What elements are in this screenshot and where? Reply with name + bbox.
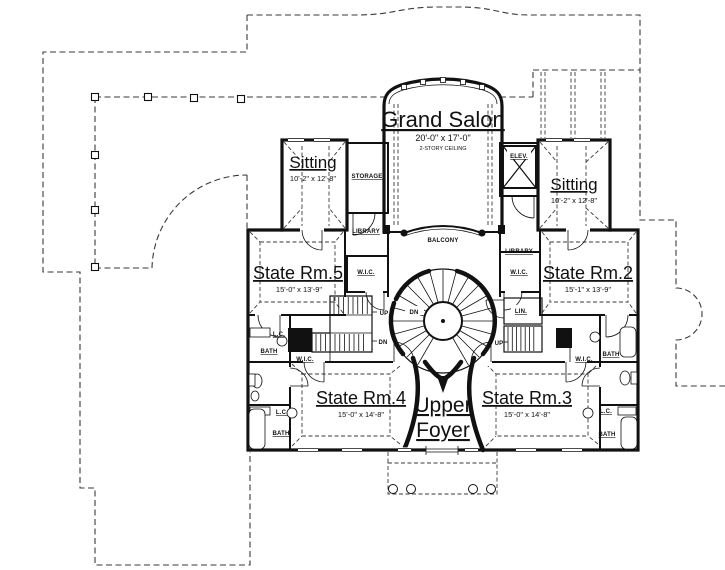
up-right-label: UP — [495, 341, 504, 347]
spiral-staircase — [388, 268, 498, 393]
lc-upper-left-label: L.C. — [273, 332, 285, 338]
bay-window-mark — [479, 84, 485, 90]
sitting-right-dims: 10'-2" x 12'-8" — [551, 196, 597, 205]
spiral-tread — [447, 271, 457, 303]
spiral-tread — [452, 337, 469, 366]
wic-closet-right-label: W.I.C. — [510, 270, 528, 276]
porch-column — [406, 484, 416, 494]
terrace-column — [90, 205, 100, 215]
porch-column — [388, 484, 398, 494]
grand-salon-label: Grand Salon — [381, 107, 505, 132]
bath-fixtures — [248, 326, 638, 450]
upper-foyer-label-1: Upper — [414, 394, 471, 417]
spiral-tread — [417, 337, 434, 366]
terrace-column — [90, 92, 100, 102]
sitting-left-dims: 10'-2" x 12'-8" — [290, 174, 336, 183]
state-rm3-label: State Rm.3 — [482, 388, 572, 408]
spiral-tread — [461, 307, 493, 317]
spiral-tread — [452, 276, 469, 305]
window — [546, 137, 562, 143]
spiral-tread — [406, 334, 430, 358]
wic-closet-left-label: W.I.C. — [357, 270, 375, 276]
terrace-column — [90, 150, 100, 160]
grand-salon-note: 2-STORY CEILING — [419, 146, 466, 152]
window — [562, 447, 582, 453]
spiral-tread — [456, 284, 480, 308]
window — [516, 447, 536, 453]
window — [398, 447, 411, 453]
window — [298, 447, 318, 453]
wic-right-label: W.I.C. — [575, 357, 593, 363]
spiral-tread — [456, 334, 480, 358]
bath-upper-right-label: BATH — [602, 352, 619, 358]
porch-column — [486, 484, 496, 494]
state-rm5-dims: 15'-0" x 13'-9" — [276, 285, 322, 294]
state-rm5-label: State Rm.5 — [253, 263, 343, 283]
doors — [257, 195, 629, 387]
front-porch — [388, 484, 496, 494]
porch-column — [468, 484, 478, 494]
state-rm2-dims: 15'-1" x 13'-9" — [565, 285, 611, 294]
stair-direction-arrow — [437, 376, 449, 393]
window — [314, 137, 330, 143]
upper-foyer-walls — [401, 355, 486, 453]
spiral-treads — [392, 270, 494, 366]
sitting-right-label: Sitting — [550, 175, 597, 194]
balcony-label: BALCONY — [427, 238, 458, 244]
bath-lower-right-label: BATH — [598, 432, 615, 438]
down-left-label: DN — [378, 340, 387, 346]
terrace-column — [143, 92, 153, 102]
terrace-column — [189, 93, 199, 103]
windows — [288, 137, 590, 453]
balcony-rail — [383, 225, 572, 348]
lc-lower-right-label: L.C. — [600, 409, 612, 415]
wic-left-label: W.I.C. — [296, 357, 314, 363]
spiral-tread — [393, 325, 425, 335]
linen-label: LIN. — [515, 309, 527, 315]
roof-ridge-lines — [540, 72, 606, 139]
spiral-tread — [406, 284, 430, 308]
porch-columns — [90, 92, 246, 272]
grand-salon-dims: 20'-0" x 17'-0" — [415, 133, 470, 143]
bay-window-mark — [420, 79, 426, 85]
lc-lower-left-label: L.C. — [276, 410, 288, 416]
state-rm4-dims: 15'-0" x 14'-8" — [338, 410, 384, 419]
door-openings — [255, 226, 629, 455]
up-left-label: UP — [380, 311, 389, 317]
bay-window-mark — [401, 84, 407, 90]
bath-lower-left-label: BATH — [272, 431, 289, 437]
terrace-column — [236, 94, 246, 104]
spiral-tread — [459, 295, 488, 312]
terrace-column — [90, 262, 100, 272]
bay-window-mark — [460, 79, 466, 85]
library-left-label: LIBRARY — [352, 229, 380, 235]
window — [574, 137, 590, 143]
bay-window-mark — [440, 77, 446, 83]
window — [288, 137, 304, 143]
library-right-label: LIBRARY — [505, 249, 533, 255]
elevator-label: ELEV. — [510, 154, 528, 160]
spiral-tread — [429, 271, 439, 303]
down-spiral-label: DN — [409, 310, 418, 316]
spiral-tread — [398, 330, 427, 347]
sitting-left-label: Sitting — [289, 153, 336, 172]
bath-upper-left-label: BATH — [260, 349, 277, 355]
window — [342, 447, 362, 453]
window — [465, 447, 478, 453]
state-rm4-label: State Rm.4 — [316, 388, 406, 408]
right-staircase — [503, 297, 543, 353]
spiral-tread — [417, 276, 434, 305]
salon-bay-windows — [401, 77, 485, 90]
small-labels: STORAGE ELEV. LIBRARY LIBRARY BALCONY W.… — [260, 150, 619, 438]
upper-foyer-label-2: Foyer — [416, 419, 470, 442]
spiral-tread — [461, 325, 493, 335]
room-labels: Grand Salon 20'-0" x 17'-0" 2-STORY CEIL… — [253, 107, 633, 442]
storage-label: STORAGE — [352, 174, 383, 180]
state-rm2-label: State Rm.2 — [543, 263, 633, 283]
state-rm3-dims: 15'-0" x 14'-8" — [504, 410, 550, 419]
